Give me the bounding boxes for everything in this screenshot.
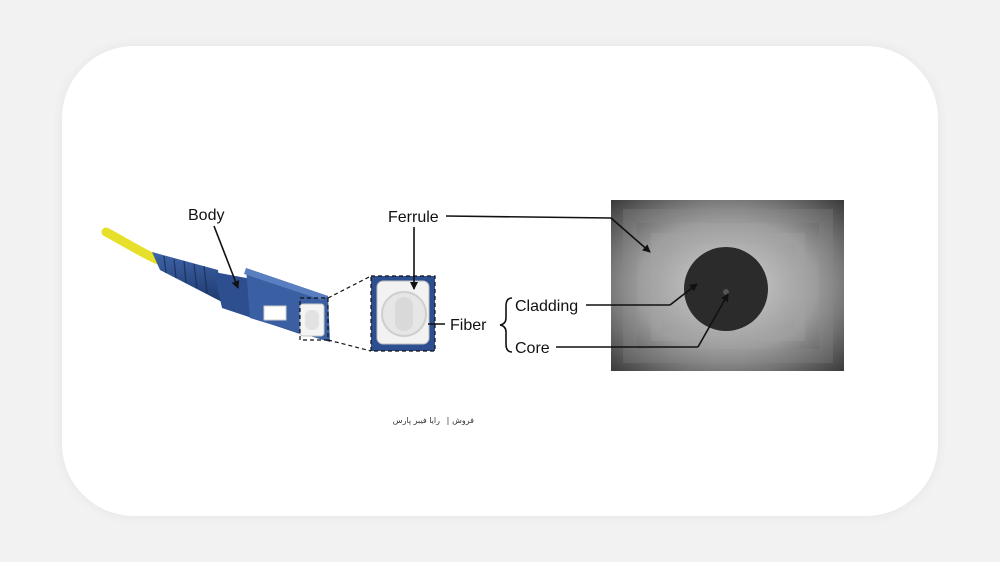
zoom-line-top: [327, 275, 372, 299]
fiber-cross-section-micrograph: [611, 200, 844, 371]
body-leader: [213, 225, 240, 289]
cladding-label: Cladding: [515, 298, 578, 315]
zoom-source-box: [299, 297, 329, 341]
cladding-arrow: [669, 283, 698, 306]
core-label: Core: [515, 340, 550, 357]
zoom-line-bottom: [327, 339, 372, 352]
ferrule-micrograph-arrow: [610, 217, 651, 253]
caption-separator: |: [447, 416, 450, 425]
fiber-label: Fiber: [450, 317, 487, 334]
cladding-core-brace: [499, 297, 513, 353]
sc-fiber-connector-icon: [101, 227, 330, 342]
caption-sub: فروش: [452, 416, 474, 425]
body-label: Body: [188, 207, 224, 224]
caption-brand: رایا فیبر پارس: [393, 416, 440, 425]
ferrule-to-micrograph-line: [445, 215, 612, 219]
core-arrow: [697, 293, 729, 348]
ferrule-zoom-icon: [370, 275, 436, 352]
ferrule-label: Ferrule: [388, 209, 439, 226]
